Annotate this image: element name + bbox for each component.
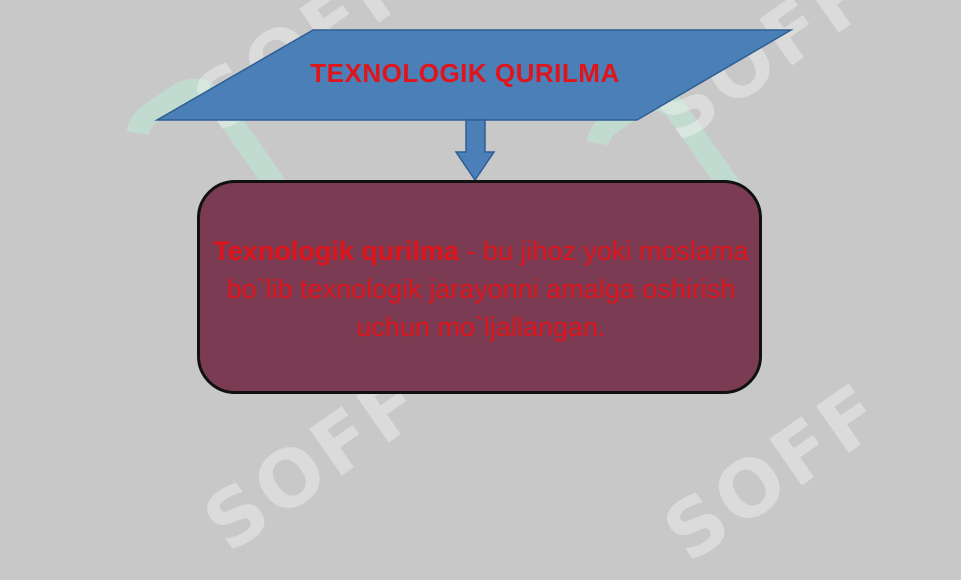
definition-term: Texnologik qurilma — [213, 236, 459, 266]
title-parallelogram — [154, 29, 794, 121]
down-arrow — [454, 119, 496, 182]
diagram-shapes — [154, 29, 794, 182]
definition-box — [197, 180, 762, 394]
slide: SOFF SOFF SOFF SOFF TEXNOLOGIK QURILMA T… — [110, 0, 901, 580]
diagram-title: TEXNOLOGIK QURILMA — [310, 58, 620, 88]
definition-text: Texnologik qurilma - bu jihoz yoki mosla… — [212, 232, 750, 346]
definition-body: - bu jihoz yoki moslama bo`lib texnologi… — [226, 236, 749, 342]
